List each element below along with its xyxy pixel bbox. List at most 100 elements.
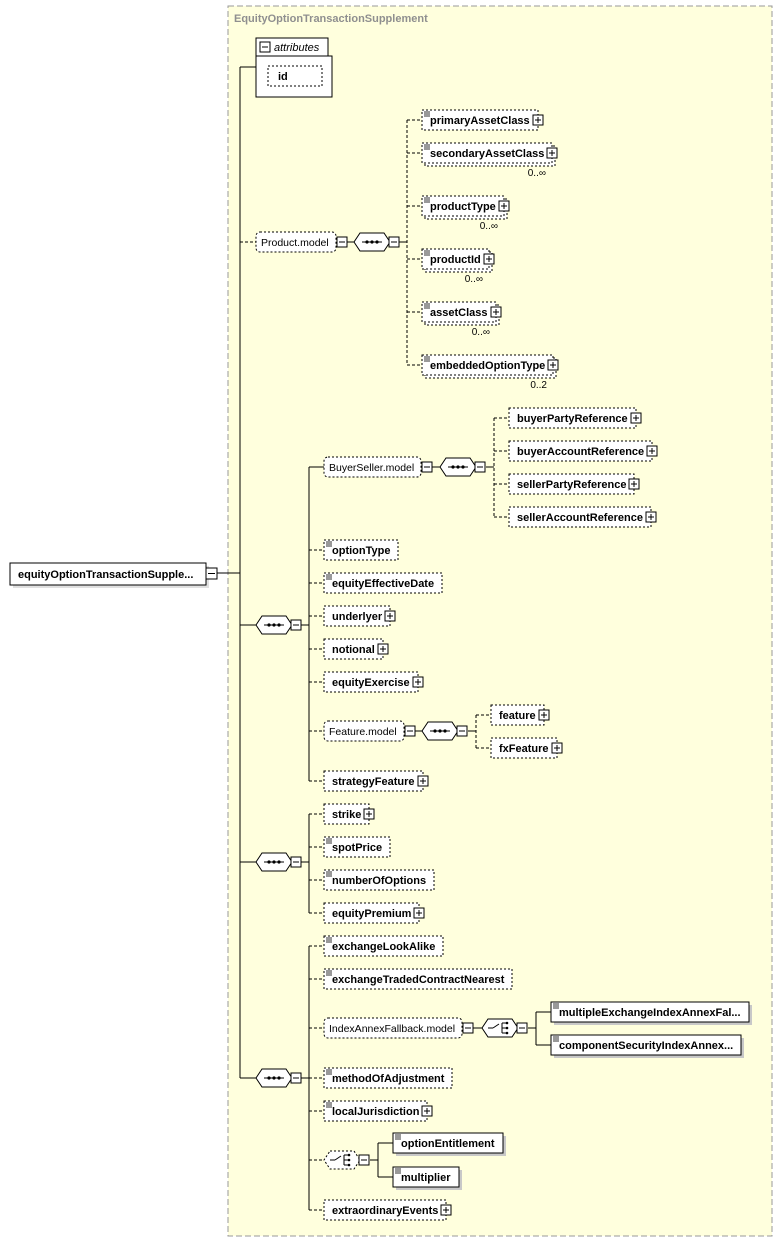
- main-sequence-1[interactable]: [255, 615, 302, 635]
- documentation-icon: [424, 303, 430, 309]
- element-optionentitlement[interactable]: optionEntitlement: [392, 1132, 506, 1156]
- element-optiontype[interactable]: optionType: [323, 539, 399, 561]
- main-sequence-2[interactable]: [255, 852, 302, 872]
- element-strategyfeature[interactable]: strategyFeature: [323, 770, 429, 792]
- attribute-id[interactable]: [267, 65, 323, 87]
- element-selleraccountreference-label: sellerAccountReference: [517, 512, 643, 524]
- occurrence-label: 0..∞: [528, 168, 546, 179]
- element-exchangetradedcontractnearest-label: exchangeTradedContractNearest: [332, 974, 505, 986]
- expand-icon[interactable]: [205, 567, 218, 580]
- documentation-icon: [326, 937, 332, 943]
- root-element-label: equityOptionTransactionSupple...: [18, 569, 193, 581]
- documentation-icon: [326, 838, 332, 844]
- element-buyerpartyreference[interactable]: buyerPartyReference: [508, 407, 642, 429]
- connector-lines: [217, 66, 551, 1211]
- element-strike[interactable]: strike: [323, 803, 375, 825]
- documentation-icon: [553, 1036, 559, 1042]
- root-element[interactable]: equityOptionTransactionSupple...: [9, 562, 209, 588]
- element-extraordinaryevents[interactable]: extraordinaryEvents: [323, 1199, 452, 1221]
- documentation-icon: [326, 1069, 332, 1075]
- occurrence-label: 0..2: [530, 380, 547, 391]
- element-index-annex-1-label: componentSecurityIndexAnnex...: [559, 1040, 733, 1052]
- feature-sequence[interactable]: [421, 721, 468, 741]
- element-buyeraccountreference-label: buyerAccountReference: [517, 446, 644, 458]
- documentation-icon: [326, 574, 332, 580]
- element-exchangelookalike-label: exchangeLookAlike: [332, 941, 435, 953]
- feature-model-group-label: Feature.model: [329, 726, 397, 738]
- buyer-seller-model-group[interactable]: BuyerSeller.model: [323, 456, 433, 478]
- documentation-icon: [424, 197, 430, 203]
- index-annex-choice[interactable]: [481, 1018, 528, 1038]
- element-index-annex-0[interactable]: multipleExchangeIndexAnnexFal...: [550, 1001, 752, 1025]
- element-sellerpartyreference-label: sellerPartyReference: [517, 479, 626, 491]
- attribute-id-label: id: [278, 71, 288, 83]
- element-multiplier[interactable]: multiplier: [392, 1166, 462, 1190]
- element-equityexercise-label: equityExercise: [332, 677, 410, 689]
- element-methodofadjustment-label: methodOfAdjustment: [332, 1073, 445, 1085]
- element-primaryassetclass[interactable]: primaryAssetClass: [421, 109, 544, 131]
- element-buyeraccountreference[interactable]: buyerAccountReference: [508, 440, 658, 462]
- element-equityeffectivedate-label: equityEffectiveDate: [332, 578, 434, 590]
- element-embeddedoptiontype[interactable]: embeddedOptionType 0..2: [421, 354, 559, 391]
- element-underlyer[interactable]: underlyer: [323, 605, 396, 627]
- documentation-icon: [424, 144, 430, 150]
- element-equitypremium[interactable]: equityPremium: [323, 902, 425, 924]
- element-producttype-label: productType: [430, 201, 496, 213]
- element-spotprice[interactable]: spotPrice: [323, 836, 391, 858]
- documentation-icon: [424, 111, 430, 117]
- element-extraordinaryevents-label: extraordinaryEvents: [332, 1205, 438, 1217]
- element-notional-label: notional: [332, 644, 375, 656]
- documentation-icon: [326, 970, 332, 976]
- element-productid-label: productId: [430, 254, 481, 266]
- element-exchangelookalike[interactable]: exchangeLookAlike: [323, 935, 444, 957]
- documentation-icon: [326, 541, 332, 547]
- product-sequence[interactable]: [353, 232, 400, 252]
- element-notional[interactable]: notional: [323, 638, 389, 660]
- element-sellerpartyreference[interactable]: sellerPartyReference: [508, 473, 640, 495]
- element-spotprice-label: spotPrice: [332, 842, 382, 854]
- element-numberofoptions[interactable]: numberOfOptions: [323, 869, 435, 891]
- main-sequence-3[interactable]: [255, 1068, 302, 1088]
- index-annex-fallback-model-group[interactable]: IndexAnnexFallback.model: [323, 1017, 474, 1039]
- attributes-header: attributes: [274, 42, 320, 54]
- occurrence-label: 0..∞: [480, 221, 498, 232]
- element-secondaryassetclass[interactable]: secondaryAssetClass 0..∞: [421, 142, 558, 179]
- group-title: EquityOptionTransactionSupplement: [234, 13, 428, 25]
- element-equityexercise[interactable]: equityExercise: [323, 671, 424, 693]
- occurrence-label: 0..∞: [465, 274, 483, 285]
- occurrence-label: 0..∞: [472, 327, 490, 338]
- element-feature[interactable]: feature: [490, 704, 550, 726]
- element-assetclass[interactable]: assetClass 0..∞: [421, 301, 502, 338]
- feature-model-group[interactable]: Feature.model: [323, 720, 416, 742]
- element-embeddedoptiontype-label: embeddedOptionType: [430, 360, 545, 372]
- element-multiplier-label: multiplier: [401, 1172, 451, 1184]
- element-optiontype-label: optionType: [332, 545, 390, 557]
- buyer-seller-sequence[interactable]: [439, 457, 486, 477]
- documentation-icon: [395, 1134, 401, 1140]
- element-index-annex-1[interactable]: componentSecurityIndexAnnex...: [550, 1034, 744, 1058]
- element-underlyer-label: underlyer: [332, 611, 383, 623]
- element-productid[interactable]: productId 0..∞: [421, 248, 495, 285]
- element-equityeffectivedate[interactable]: equityEffectiveDate: [323, 572, 443, 594]
- product-model-group[interactable]: Product.model: [255, 231, 348, 253]
- element-index-annex-0-label: multipleExchangeIndexAnnexFal...: [559, 1007, 741, 1019]
- attributes-box: attributes id: [255, 37, 333, 98]
- element-assetclass-label: assetClass: [430, 307, 488, 319]
- element-localjurisdiction-label: localJurisdiction: [332, 1106, 420, 1118]
- element-methodofadjustment[interactable]: methodOfAdjustment: [323, 1067, 453, 1089]
- element-fxfeature[interactable]: fxFeature: [490, 737, 563, 759]
- element-fxfeature-label: fxFeature: [499, 743, 549, 755]
- element-localjurisdiction[interactable]: localJurisdiction: [323, 1100, 433, 1122]
- element-secondaryassetclass-label: secondaryAssetClass: [430, 148, 544, 160]
- element-primaryassetclass-label: primaryAssetClass: [430, 115, 530, 127]
- product-model-group-label: Product.model: [261, 237, 329, 249]
- element-producttype[interactable]: productType 0..∞: [421, 195, 510, 232]
- documentation-icon: [326, 1102, 332, 1108]
- element-selleraccountreference[interactable]: sellerAccountReference: [508, 506, 657, 528]
- element-strike-label: strike: [332, 809, 361, 821]
- option-entitlement-choice[interactable]: [323, 1150, 370, 1170]
- documentation-icon: [424, 356, 430, 362]
- element-optionentitlement-label: optionEntitlement: [401, 1138, 495, 1150]
- element-exchangetradedcontractnearest[interactable]: exchangeTradedContractNearest: [323, 968, 513, 990]
